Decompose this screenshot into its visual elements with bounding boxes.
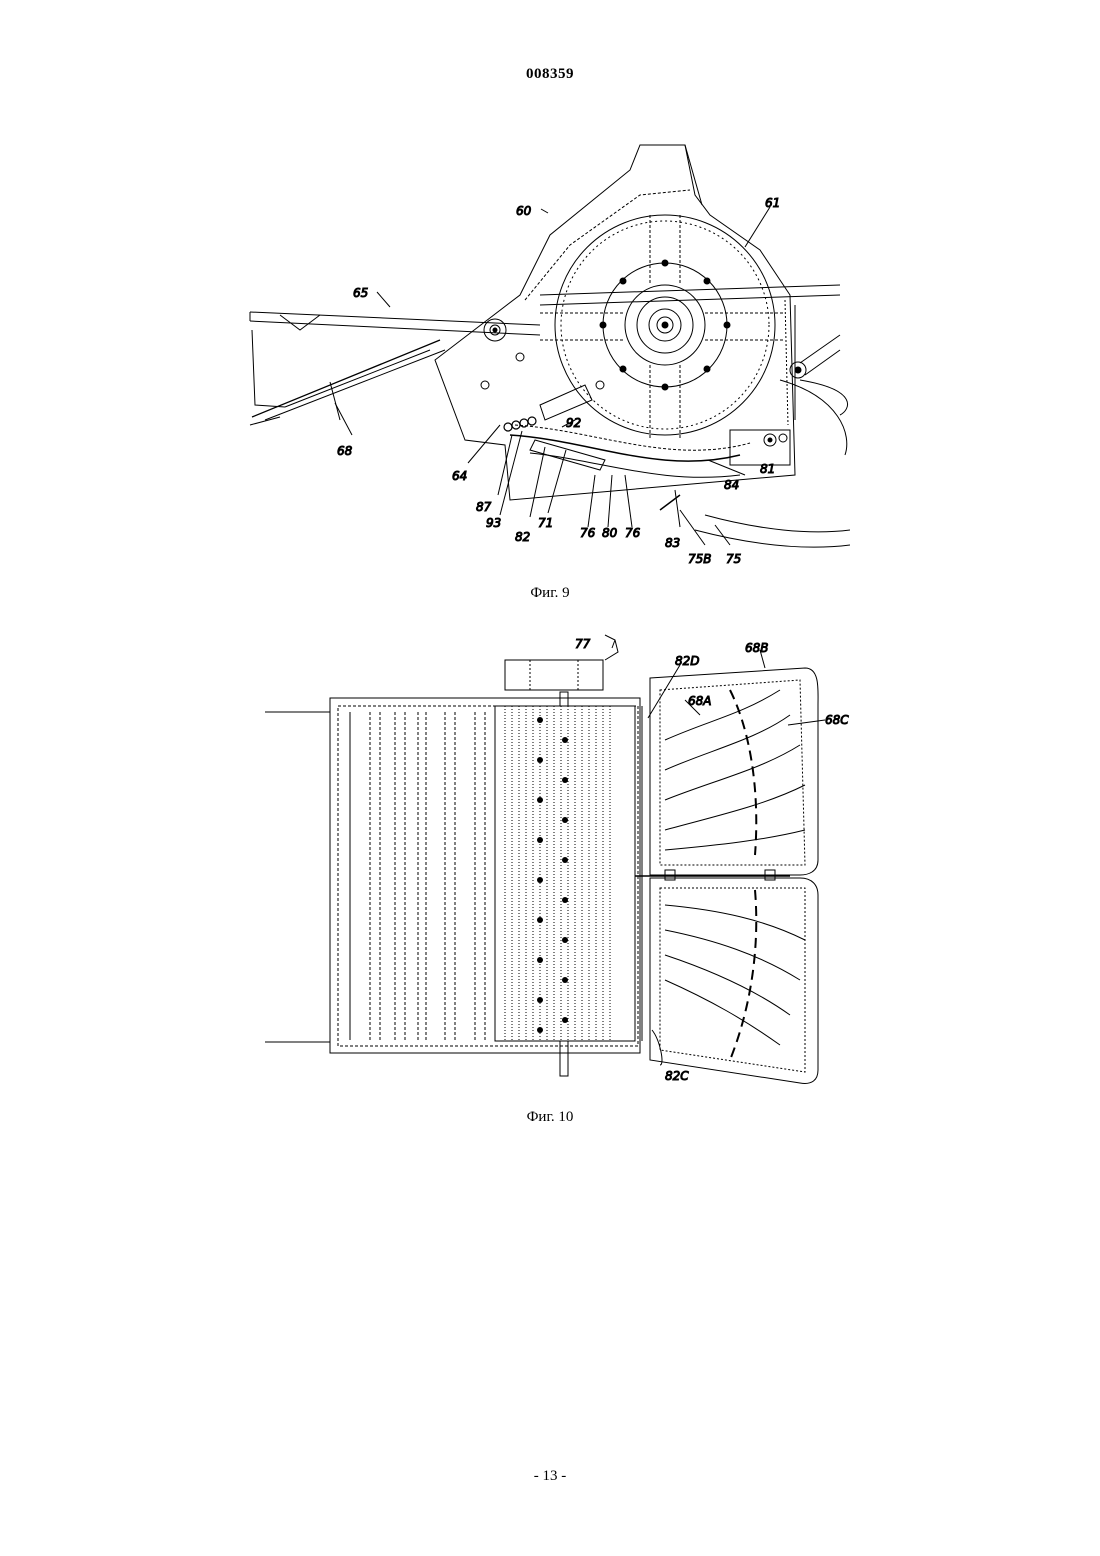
- label-76-b: 76: [625, 526, 641, 540]
- label-84: 84: [724, 478, 739, 492]
- label-77: 77: [575, 637, 591, 651]
- label-75B: 75B: [688, 552, 712, 566]
- label-82D: 82D: [675, 654, 700, 668]
- label-82: 82: [515, 530, 530, 544]
- label-68: 68: [337, 444, 353, 458]
- label-68B: 68B: [745, 641, 769, 655]
- page-number: - 13 -: [0, 1468, 1100, 1485]
- label-83: 83: [665, 536, 680, 550]
- label-71: 71: [538, 516, 553, 530]
- figure-9-drawing: 60 61 65 68 64 87 93 82 71 92 76 80 76 8…: [240, 135, 850, 575]
- figure-10-caption: Фиг. 10: [0, 1109, 1100, 1126]
- figure-10-drawing: 77 82D 68B 68A 68C 82C: [260, 620, 850, 1090]
- label-65: 65: [353, 286, 368, 300]
- label-60: 60: [516, 204, 532, 218]
- document-number: 008359: [0, 66, 1100, 83]
- label-81: 81: [760, 462, 775, 476]
- label-92: 92: [566, 416, 581, 430]
- label-93: 93: [486, 516, 501, 530]
- label-75: 75: [726, 552, 741, 566]
- label-82C: 82C: [665, 1069, 689, 1083]
- label-68A: 68A: [688, 694, 711, 708]
- label-64: 64: [452, 469, 467, 483]
- label-76-a: 76: [580, 526, 596, 540]
- label-80: 80: [602, 526, 618, 540]
- label-61: 61: [765, 196, 780, 210]
- label-87: 87: [476, 500, 492, 514]
- figure-9-caption: Фиг. 9: [0, 585, 1100, 602]
- label-68C: 68C: [825, 713, 849, 727]
